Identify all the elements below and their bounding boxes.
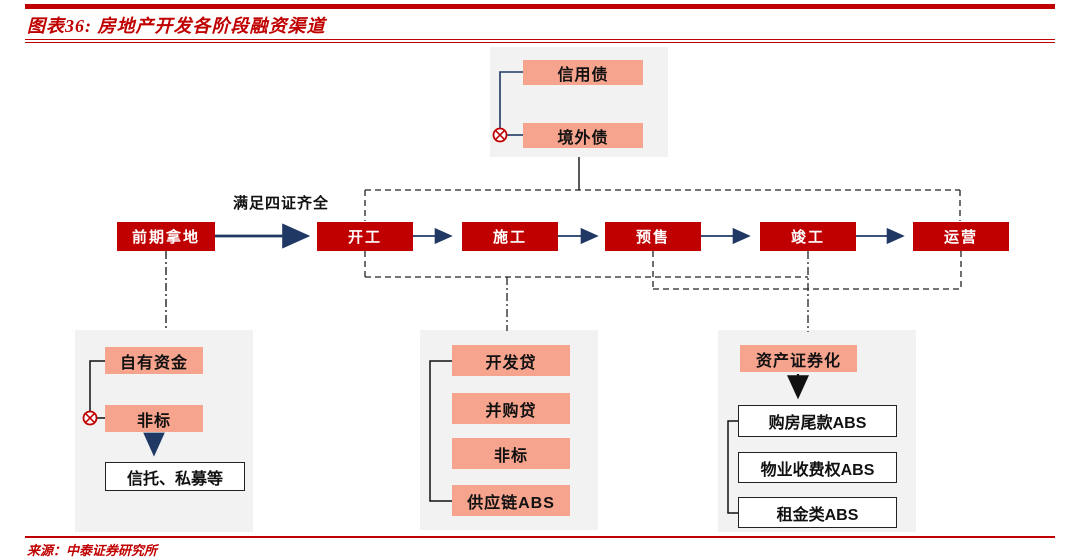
bottom-rule bbox=[25, 536, 1055, 538]
supply-chain-abs-box: 供应链ABS bbox=[452, 485, 570, 516]
stage-completion: 竣工 bbox=[760, 222, 856, 251]
stage-land-acquisition: 前期拿地 bbox=[117, 222, 215, 251]
stage-construction-start: 开工 bbox=[317, 222, 413, 251]
trust-private-fund-box: 信托、私募等 bbox=[105, 462, 245, 491]
source-note: 来源：中泰证券研究所 bbox=[27, 543, 158, 558]
stage-construction: 施工 bbox=[462, 222, 558, 251]
stage-presale: 预售 bbox=[605, 222, 701, 251]
top-rule bbox=[25, 4, 1055, 9]
own-funds-box: 自有资金 bbox=[105, 347, 203, 374]
home-balance-abs-box: 购房尾款ABS bbox=[738, 405, 897, 437]
non-standard-box: 非标 bbox=[105, 405, 203, 432]
development-loan-box: 开发贷 bbox=[452, 345, 570, 376]
offshore-bond-box: 境外债 bbox=[523, 123, 643, 148]
property-fee-abs-box: 物业收费权ABS bbox=[738, 452, 897, 483]
figure-title: 图表36: 房地产开发各阶段融资渠道 bbox=[27, 16, 326, 36]
four-certificates-label: 满足四证齐全 bbox=[232, 195, 329, 212]
rent-abs-box: 租金类ABS bbox=[738, 497, 897, 528]
credit-bond-box: 信用债 bbox=[523, 60, 643, 85]
title-underline bbox=[25, 39, 1055, 40]
asset-securitization-box: 资产证券化 bbox=[740, 345, 857, 372]
ma-loan-box: 并购贷 bbox=[452, 393, 570, 424]
stage-operation: 运营 bbox=[913, 222, 1009, 251]
non-standard-box-mid: 非标 bbox=[452, 438, 570, 469]
